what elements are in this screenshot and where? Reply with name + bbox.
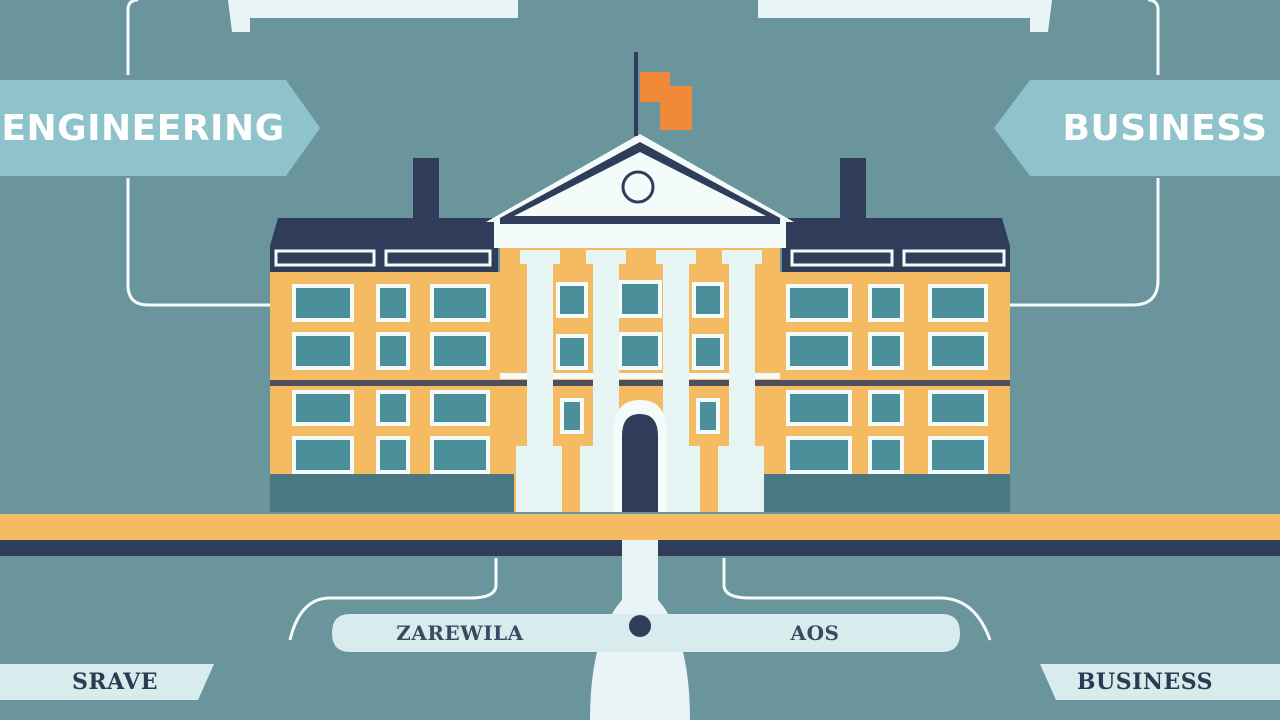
top-right-bar xyxy=(758,0,1030,18)
connector-pill-left xyxy=(288,558,498,641)
bottom-right-label-shape xyxy=(1040,664,1280,700)
junction-dot xyxy=(629,615,651,637)
business-label-shape xyxy=(994,80,1280,176)
pill-left-label: ZAREWILA xyxy=(396,621,524,645)
building-icon xyxy=(270,134,1010,512)
pill-right-label: AOS xyxy=(790,621,840,645)
connector-engineering-bottom xyxy=(126,178,270,307)
connector-business-bottom xyxy=(1010,178,1160,307)
top-left-notch xyxy=(228,0,250,32)
bottom-right-label: BUSINESS xyxy=(1076,669,1214,695)
bottom-left-label: SRAVE xyxy=(72,669,158,695)
road-stripe xyxy=(0,514,1280,540)
connector-lines xyxy=(126,0,1160,641)
engineering-label-shape xyxy=(0,80,320,176)
engineering-label: ENGINEERING xyxy=(1,107,285,149)
bottom-left-label-shape xyxy=(0,664,214,700)
top-right-notch xyxy=(1030,0,1052,32)
pill-right-shape xyxy=(662,614,960,652)
pill-left-shape xyxy=(332,614,612,652)
connector-business-top xyxy=(1147,0,1160,75)
flag-icon xyxy=(634,52,692,136)
business-label-top: BUSINESS xyxy=(1062,107,1268,149)
top-left-bar xyxy=(250,0,518,18)
connector-engineering-top xyxy=(126,0,139,75)
connector-pill-right xyxy=(722,558,992,641)
